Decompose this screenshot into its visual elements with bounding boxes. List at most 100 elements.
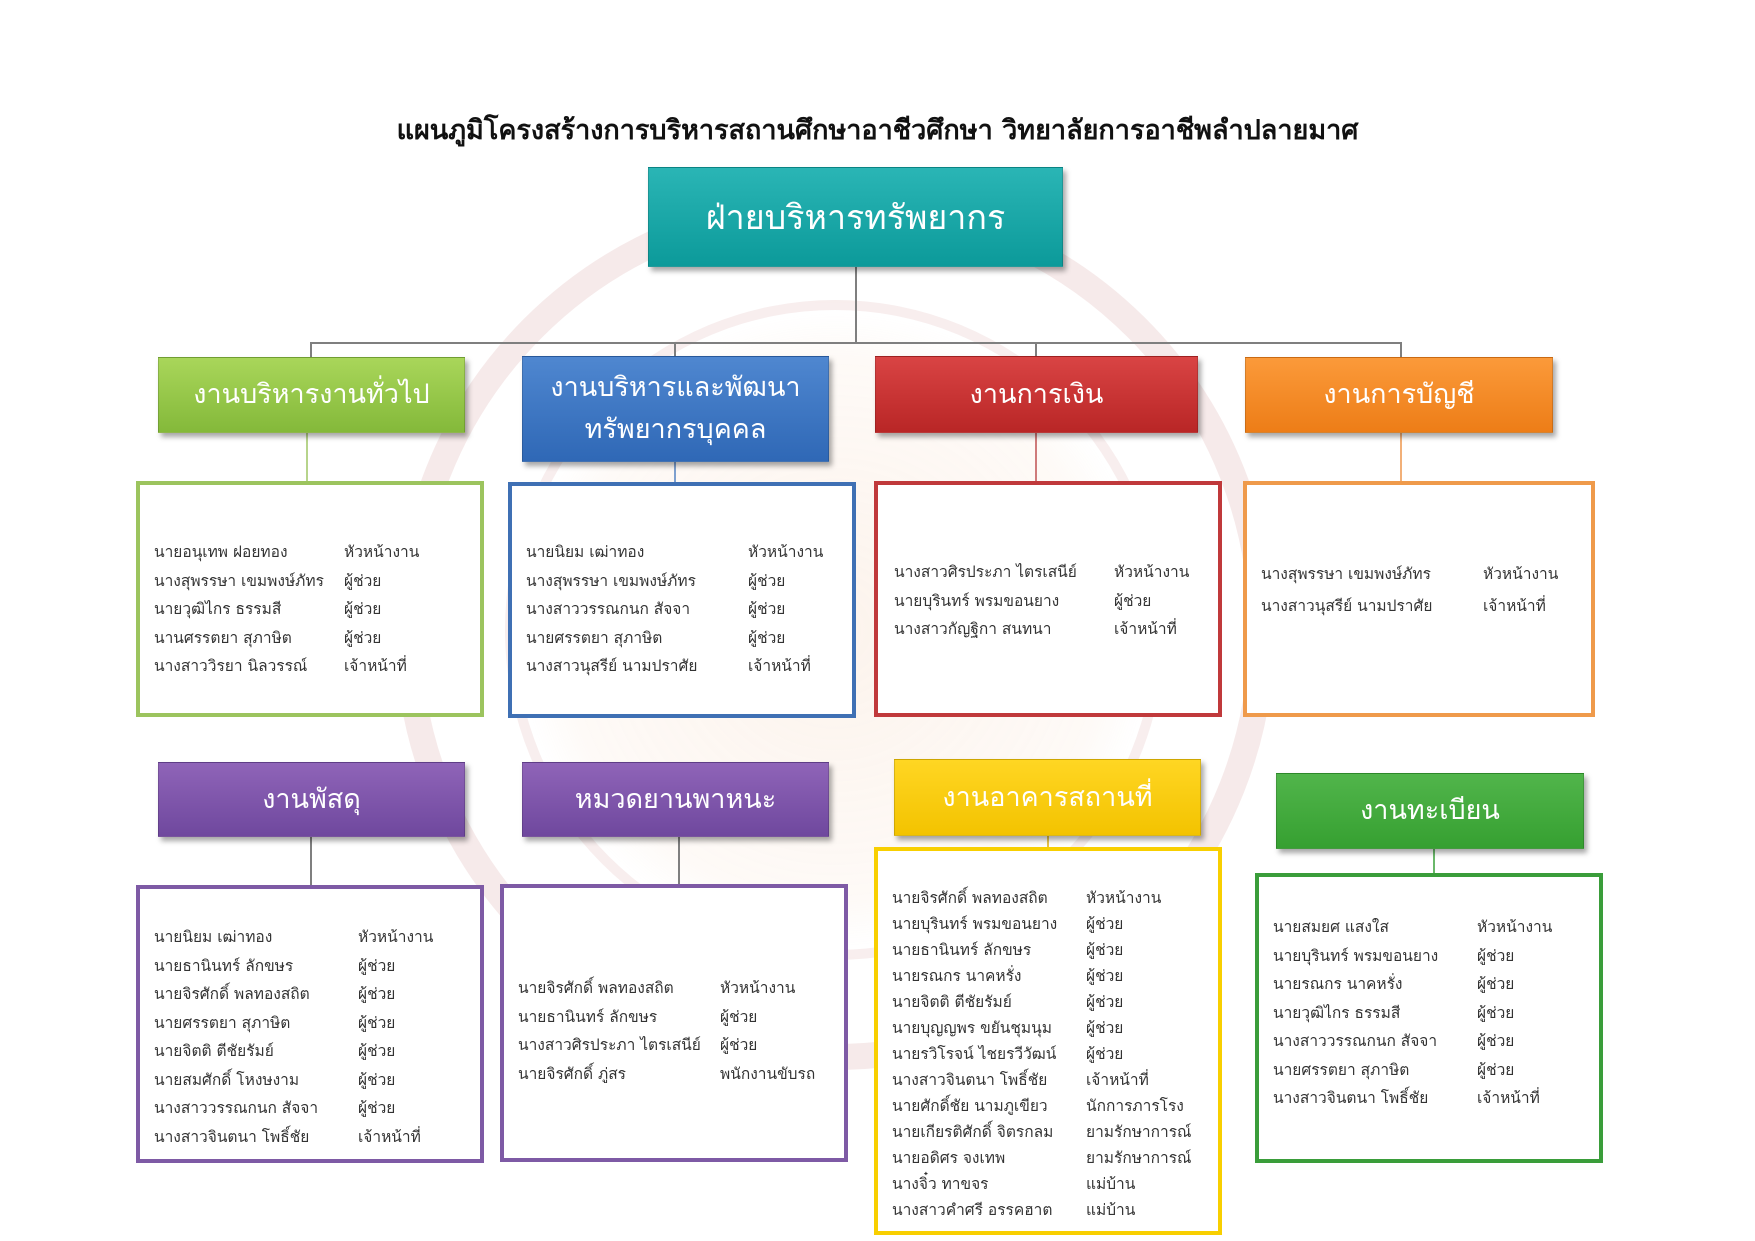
member-role: ผู้ช่วย <box>1086 915 1124 933</box>
member-role: ผู้ช่วย <box>1114 591 1152 610</box>
dept-members-supplies: นายนิยม เฒ่าทองหัวหน้างานนายธานินทร์ ลัก… <box>136 885 484 1163</box>
member-name: นายศรรตยา สุภาษิต <box>154 1013 291 1032</box>
member-name: นายรวิโรจน์ ไชยรวีวัฒน์ <box>892 1045 1057 1063</box>
dept-members-general-admin: นายอนุเทพ ฝอยทอง หัวหน้างานนางสุพรรษา เขม… <box>136 481 484 717</box>
member-role: ผู้ช่วย <box>748 571 786 590</box>
member-role: เจ้าหน้าที่ <box>358 1127 421 1146</box>
member-role: ผู้ช่วย <box>748 628 786 647</box>
top-division-box: ฝ่ายบริหารทรัพยากร <box>648 167 1063 267</box>
member-role: ผู้ช่วย <box>358 1099 396 1117</box>
member-role: แม่บ้าน <box>1086 1175 1136 1193</box>
member-name: นายธานินทร์ ลักขษร <box>892 941 1032 959</box>
member-name: นายบุญญพร ขยันชุมนุม <box>892 1019 1052 1037</box>
member-name: นายศักดิ์ชัย นามภูเขียว <box>892 1097 1048 1115</box>
member-name: นายบุรินทร์ พรมขอนยาง <box>892 915 1058 933</box>
member-role: ผู้ช่วย <box>1477 975 1515 993</box>
member-name: นายธานินทร์ ลักขษร <box>518 1007 658 1026</box>
member-role: หัวหน้างาน <box>1477 918 1553 936</box>
member-role: ผู้ช่วย <box>344 571 382 590</box>
member-name: นางสาวศิรประภา ไตรเสนีย์ <box>894 563 1077 581</box>
dept-members-vehicles: นายจิรศักดิ์ พลทองสถิต หัวหน้างานนายธานิน… <box>500 884 848 1162</box>
dept-members-hr: นายนิยม เฒ่าทองหัวหน้างานนางสุพรรษา เขมพ… <box>508 482 856 718</box>
member-name: นายจิรศักดิ์ ภู่สร <box>518 1064 627 1083</box>
top-division-label: ฝ่ายบริหารทรัพยากร <box>705 198 1006 238</box>
member-role: ผู้ช่วย <box>358 1070 396 1089</box>
connector <box>855 267 857 342</box>
member-name: นายจิตติ ตีชัยรัมย์ <box>892 993 1012 1011</box>
member-name: นางสาวกัญฐิกา สนทนา <box>894 620 1052 638</box>
member-role: ผู้ช่วย <box>358 985 396 1003</box>
connector <box>1433 849 1435 873</box>
member-name: นางสาวจินตนา โพธิ์ชัย <box>1273 1089 1429 1107</box>
member-role: หัวหน้างาน <box>344 543 420 561</box>
chart-title: แผนภูมิโครงสร้างการบริหารสถานศึกษาอาชีวศ… <box>396 115 1359 146</box>
member-role: ผู้ช่วย <box>1086 967 1124 985</box>
member-name: นานศรรตยา สุภาษิต <box>154 628 292 647</box>
member-role: ผู้ช่วย <box>720 1036 758 1054</box>
member-name: นายเกียรติศักดิ์ จิตรกลม <box>892 1123 1054 1141</box>
member-role: ผู้ช่วย <box>1086 941 1124 959</box>
dept-label: งานทะเบียน <box>1360 795 1500 827</box>
member-name: นายรณกร นาคหรั่ง <box>892 967 1022 985</box>
dept-header-hr: งานบริหารและพัฒนา ทรัพยากรบุคคล <box>522 356 829 462</box>
connector <box>306 433 308 481</box>
member-name: นายวุฒิไกร ธรรมสี <box>154 600 282 618</box>
member-role: เจ้าหน้าที่ <box>1114 620 1177 638</box>
member-role: นักการภารโรง <box>1086 1097 1184 1115</box>
dept-header-finance: งานการเงิน <box>875 356 1198 433</box>
member-role: ผู้ช่วย <box>344 600 382 618</box>
dept-header-registration: งานทะเบียน <box>1276 773 1584 849</box>
connector <box>310 342 312 357</box>
member-name: นางสาวจินตนา โพธิ์ชัย <box>154 1127 310 1146</box>
member-role: พนักงานขับรถ <box>720 1064 816 1083</box>
member-name: นางสุพรรษา เขมพงษ์ภัทร <box>1261 565 1431 583</box>
member-role: ผู้ช่วย <box>1086 993 1124 1011</box>
dept-label: งานบริหารและพัฒนา <box>550 372 801 404</box>
member-role: ผู้ช่วย <box>1477 1032 1515 1050</box>
member-role: เจ้าหน้าที่ <box>1483 597 1546 615</box>
member-name: นายธานินทร์ ลักขษร <box>154 956 294 975</box>
dept-header-vehicles: หมวดยานพาหนะ <box>522 762 829 837</box>
member-name: นายรณกร นาคหรั่ง <box>1273 975 1403 993</box>
member-name: นางสุพรรษา เขมพงษ์ภัทร <box>526 571 696 590</box>
dept-label: งานบริหารงานทั่วไป <box>193 379 430 411</box>
dept-header-general-admin: งานบริหารงานทั่วไป <box>158 357 465 433</box>
member-role: ผู้ช่วย <box>1477 1060 1515 1079</box>
member-name: นายจิรศักดิ์ พลทองสถิต <box>154 985 310 1003</box>
member-role: หัวหน้างาน <box>358 928 434 946</box>
dept-members-accounting: นางสุพรรษา เขมพงษ์ภัทรหัวหน้างานนางสาวนุ… <box>1243 481 1595 717</box>
dept-label: งานพัสดุ <box>262 783 361 815</box>
member-name: นายจิรศักดิ์ พลทองสถิต <box>892 889 1048 907</box>
member-name: นางสาวศิรประภา ไตรเสนีย์ <box>518 1036 701 1054</box>
member-role: ผู้ช่วย <box>1477 946 1515 965</box>
member-role: หัวหน้างาน <box>1086 889 1162 907</box>
member-role: ผู้ช่วย <box>1086 1045 1124 1063</box>
member-name: นายจิตติ ตีชัยรัมย์ <box>154 1042 274 1060</box>
connector <box>1400 433 1402 481</box>
member-role: เจ้าหน้าที่ <box>344 657 407 675</box>
member-name: นางสาวคำศรี อรรคฮาต <box>892 1201 1053 1219</box>
member-role: ยามรักษาการณ์ <box>1086 1123 1192 1141</box>
member-name: นายอนุเทพ ฝอยทอง <box>154 543 288 561</box>
member-name: นายสมศักดิ์ โหงษงาม <box>154 1070 300 1089</box>
member-role: หัวหน้างาน <box>1114 563 1190 581</box>
member-name: นางสุพรรษา เขมพงษ์ภัทร <box>154 571 324 590</box>
member-name: นางสาววิรยา นิลวรรณ์ <box>154 657 308 675</box>
member-role: แม่บ้าน <box>1086 1201 1136 1219</box>
member-name: นายอดิศร จงเทพ <box>892 1149 1006 1167</box>
member-name: นางจิ๋ว ทาขจร <box>892 1175 989 1193</box>
member-name: นายจิรศักดิ์ พลทองสถิต <box>518 979 674 997</box>
member-role: หัวหน้างาน <box>1483 565 1559 583</box>
member-role: หัวหน้างาน <box>748 543 824 561</box>
member-role: หัวหน้างาน <box>720 979 796 997</box>
dept-members-registration: นายสมยศ แสงใสหัวหน้างานนายบุรินทร์ พรมขอ… <box>1255 873 1603 1163</box>
dept-header-buildings: งานอาคารสถานที่ <box>894 759 1201 836</box>
member-role: ผู้ช่วย <box>1086 1019 1124 1037</box>
dept-header-supplies: งานพัสดุ <box>158 762 465 837</box>
dept-members-buildings: นายจิรศักดิ์ พลทองสถิต หัวหน้างานนายบุริน… <box>874 847 1222 1235</box>
member-role: เจ้าหน้าที่ <box>748 657 811 675</box>
member-role: ผู้ช่วย <box>358 1013 396 1032</box>
member-role: เจ้าหน้าที่ <box>1477 1089 1540 1107</box>
member-name: นางสาววรรณกนก สัจจา <box>154 1099 319 1117</box>
member-role: ผู้ช่วย <box>358 1042 396 1060</box>
